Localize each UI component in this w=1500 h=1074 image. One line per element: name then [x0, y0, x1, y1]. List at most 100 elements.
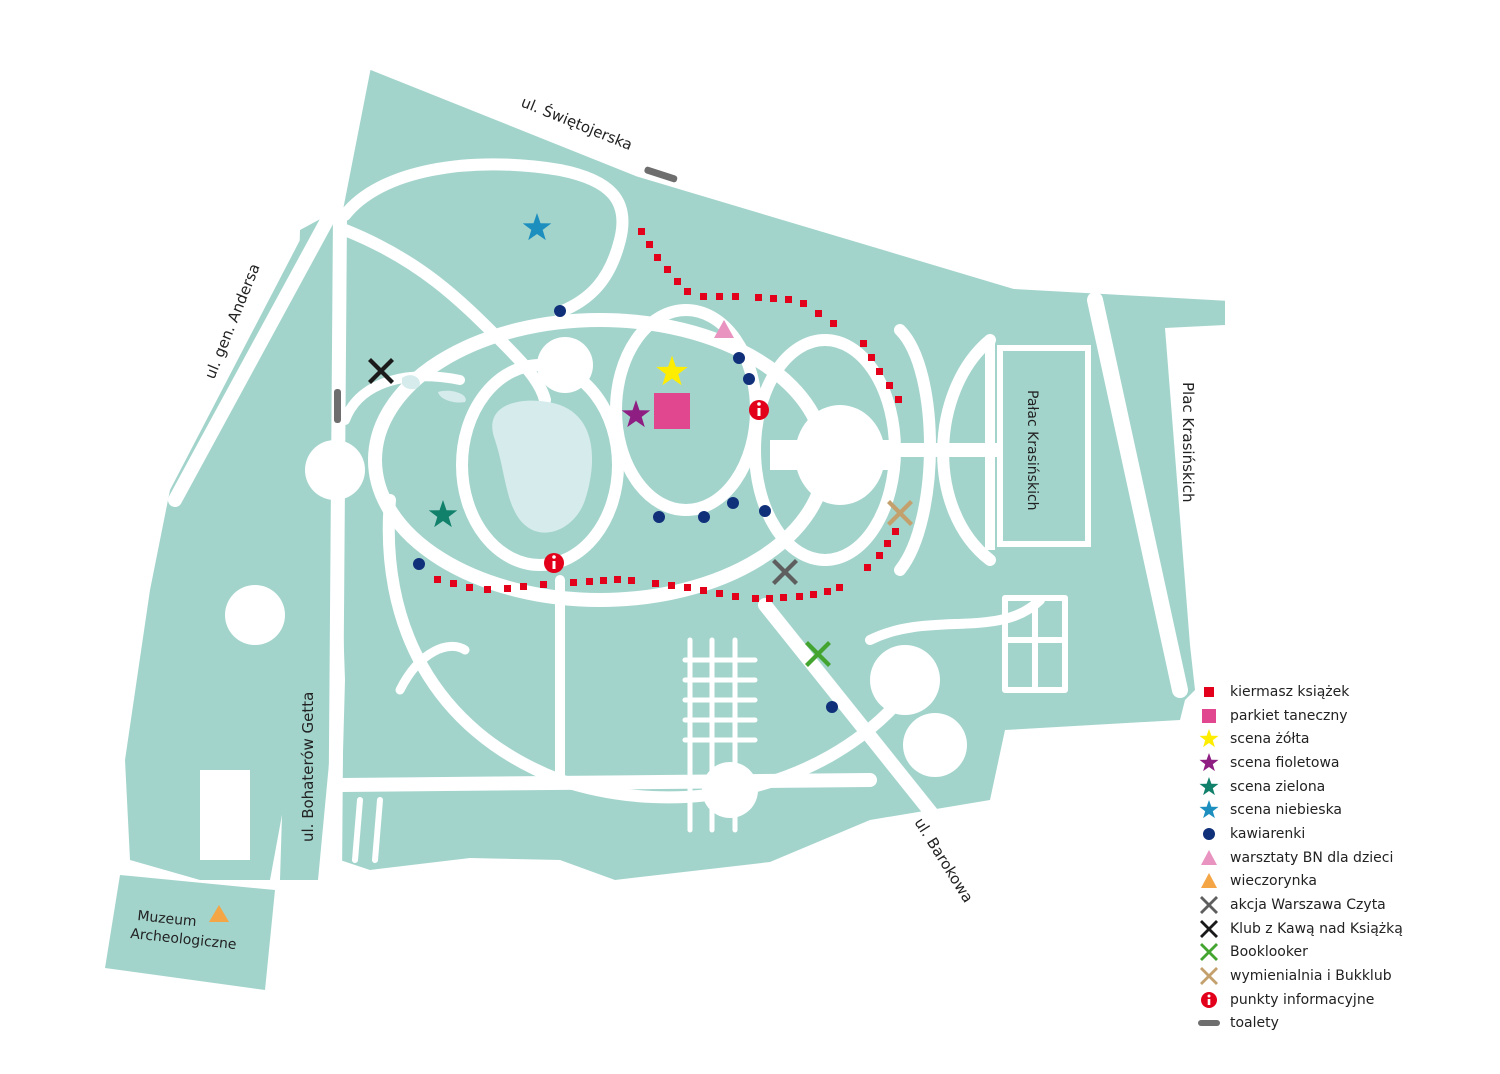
book-fair-stalls: [434, 228, 902, 602]
palace-label: Pałac Krasińskich: [1024, 390, 1040, 511]
legend-label: akcja Warszawa Czyta: [1230, 897, 1386, 914]
evening-triangle-icon: [209, 905, 229, 922]
small-pond: [402, 375, 466, 403]
legend-label: wymienialnia i Bukklub: [1230, 968, 1392, 985]
toilet-markers: [334, 166, 678, 423]
andersa-street: [168, 208, 337, 507]
stall-marker: [466, 584, 473, 591]
star-icon: [1196, 752, 1222, 774]
bohaterow-street: [328, 208, 347, 887]
museum-area: [105, 875, 275, 990]
stall-marker: [732, 593, 739, 600]
legend-item: kiermasz książek: [1196, 680, 1496, 704]
museum-label-line1: Muzeum: [137, 908, 198, 930]
toilet-bar-icon: [334, 389, 341, 423]
info-point-1: [749, 400, 769, 420]
stall-marker: [600, 577, 607, 584]
legend-item: toalety: [1196, 1012, 1496, 1036]
workshop-triangle-icon: [714, 320, 734, 338]
plazas: [200, 337, 995, 860]
toilet-bar-icon: [644, 166, 678, 183]
legend-label: Booklooker: [1230, 944, 1308, 961]
info-icon: [1196, 989, 1222, 1011]
stall-marker: [716, 590, 723, 597]
cross-icon: [1196, 941, 1222, 963]
lower-connector-path: [395, 641, 470, 695]
swietojerska-street: [361, 51, 1239, 301]
stall-marker: [766, 595, 773, 602]
stall-marker: [876, 552, 883, 559]
legend-label: scena fioletowa: [1230, 754, 1340, 771]
dance-floor-marker: [654, 393, 690, 429]
legend-label: scena niebieska: [1230, 802, 1343, 819]
cafe-dot-icon: [554, 305, 566, 317]
north-loop-path: [339, 158, 629, 318]
palace-east-road: [1087, 292, 1188, 698]
legend-label: kiermasz książek: [1230, 683, 1350, 700]
stall-marker: [780, 594, 787, 601]
stall-marker: [654, 254, 661, 261]
stall-marker: [674, 278, 681, 285]
stall-marker: [864, 564, 871, 571]
legend-item: warsztaty BN dla dzieci: [1196, 846, 1496, 870]
star-icon: [1196, 728, 1222, 750]
stall-marker: [755, 294, 762, 301]
dot-icon: [1196, 823, 1222, 845]
andersa-area: [125, 240, 335, 880]
stall-marker: [752, 595, 759, 602]
legend-item: scena niebieska: [1196, 798, 1496, 822]
stall-marker: [796, 593, 803, 600]
barokowa-plaza-1: [870, 645, 940, 715]
stall-marker: [895, 396, 902, 403]
stall-marker: [770, 295, 777, 302]
triangle-icon: [1196, 847, 1222, 869]
stall-marker: [892, 528, 899, 535]
cafe-dot-icon: [733, 352, 745, 364]
stall-marker: [886, 382, 893, 389]
legend-label: toalety: [1230, 1015, 1279, 1032]
stall-marker: [646, 241, 653, 248]
cross-icon: [1196, 894, 1222, 916]
stall-marker: [836, 584, 843, 591]
legend-item: parkiet taneczny: [1196, 704, 1496, 728]
legend-item: Klub z Kawą nad Książką: [1196, 917, 1496, 941]
legend-label: punkty informacyjne: [1230, 991, 1375, 1008]
stall-marker: [668, 582, 675, 589]
info-point-2: [544, 553, 564, 573]
stall-marker: [868, 354, 875, 361]
cafe-dot-icon: [698, 511, 710, 523]
legend-item: wieczorynka: [1196, 870, 1496, 894]
lower-strip-path: [352, 797, 383, 863]
legend-item: punkty informacyjne: [1196, 988, 1496, 1012]
stall-marker: [664, 266, 671, 273]
stall-marker: [450, 580, 457, 587]
stall-marker: [732, 293, 739, 300]
legend-label: kawiarenki: [1230, 825, 1306, 842]
bohaterow-label: ul. Bohaterów Getta: [299, 692, 317, 842]
garden-grid: [682, 637, 758, 833]
stall-marker: [652, 580, 659, 587]
legend-label: wieczorynka: [1230, 873, 1317, 890]
museum-building: [200, 770, 250, 860]
legend-item: akcja Warszawa Czyta: [1196, 893, 1496, 917]
stall-marker: [520, 583, 527, 590]
cross-icon: [1196, 965, 1222, 987]
bar-icon: [1196, 1012, 1222, 1034]
barokowa-street: [758, 598, 952, 837]
palace-court-arm: [770, 440, 900, 470]
legend-label: warsztaty BN dla dzieci: [1230, 849, 1394, 866]
stall-marker: [876, 368, 883, 375]
stall-marker: [860, 340, 867, 347]
square-icon: [1196, 705, 1222, 727]
legend-item: scena żółta: [1196, 727, 1496, 751]
southeast-path: [865, 595, 1045, 645]
legend-label: scena zielona: [1230, 778, 1326, 795]
palace-building: [997, 345, 1091, 547]
stall-marker: [884, 540, 891, 547]
barokowa-plaza-2: [903, 713, 967, 777]
stall-marker: [716, 293, 723, 300]
stall-marker: [638, 228, 645, 235]
palace-outline: [985, 340, 995, 550]
palace-arc-path: [894, 324, 936, 576]
